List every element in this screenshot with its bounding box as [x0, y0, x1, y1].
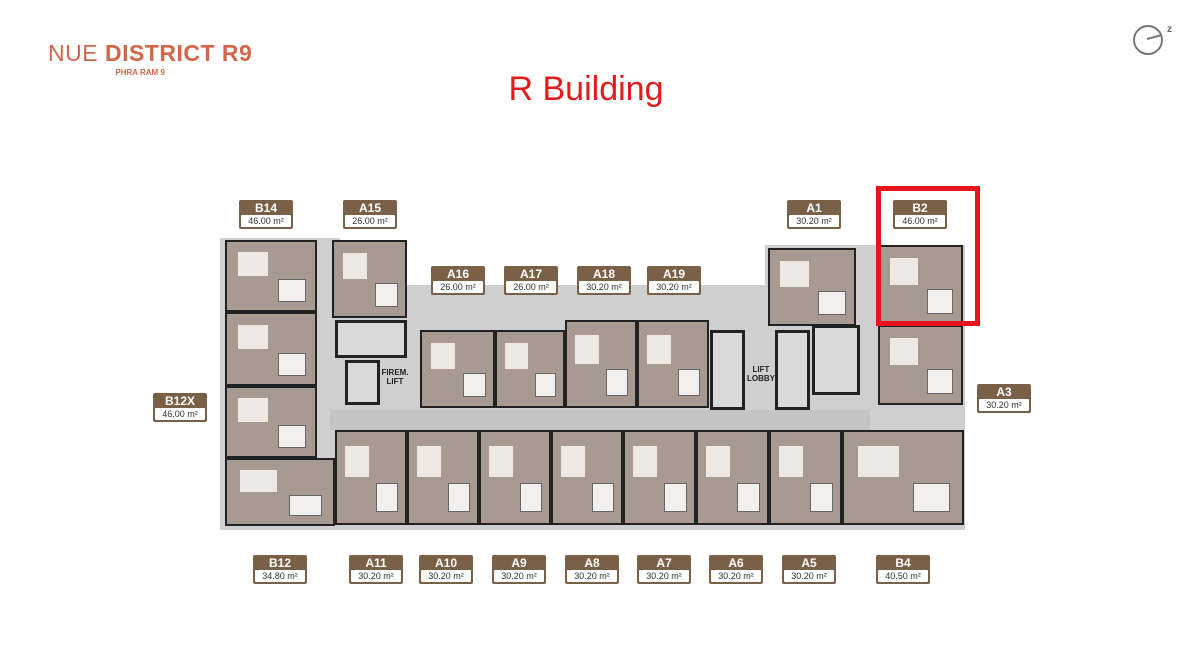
unit-area: 46.00 m² — [155, 408, 205, 420]
unit-a19[interactable] — [637, 320, 709, 408]
unit-a10[interactable] — [407, 430, 479, 525]
main-corridor — [330, 410, 870, 430]
brand-name-light: NUE — [48, 40, 99, 66]
unit-b12x[interactable] — [225, 386, 317, 458]
unit-code: A8 — [584, 556, 600, 570]
unit-area: 40.50 m² — [878, 570, 928, 582]
north-arrow-icon — [1133, 25, 1163, 55]
brand-logo: NUE DISTRICT R9 PHRA RAM 9 — [48, 40, 252, 77]
unit-a7[interactable] — [623, 430, 696, 525]
unit-area: 30.20 m² — [784, 570, 834, 582]
unit-code: A18 — [592, 267, 615, 281]
unit-area: 30.20 m² — [639, 570, 689, 582]
unit-code: A19 — [662, 267, 685, 281]
unit-area: 30.20 m² — [711, 570, 761, 582]
unit-code: B4 — [895, 556, 911, 570]
unit-b14[interactable] — [225, 240, 317, 312]
unit-a5[interactable] — [769, 430, 842, 525]
unit-code: A11 — [365, 556, 387, 570]
unit-area: 46.00 m² — [895, 215, 945, 227]
unit-code: B2 — [912, 201, 928, 215]
unit-code: A9 — [511, 556, 527, 570]
unit-a15[interactable] — [332, 240, 407, 318]
lift-core — [710, 330, 745, 410]
page-title: R Building — [508, 70, 664, 108]
unit-code: A1 — [806, 201, 822, 215]
unit-area: 30.20 m² — [567, 570, 617, 582]
unit-a11[interactable] — [335, 430, 407, 525]
unit-code: A17 — [519, 267, 542, 281]
unit-a8[interactable] — [551, 430, 623, 525]
unit-area: 46.00 m² — [241, 215, 291, 227]
unit-a1[interactable] — [768, 248, 856, 326]
unit-b4[interactable] — [842, 430, 964, 525]
unit-a16[interactable] — [420, 330, 495, 408]
unit-code: A10 — [434, 556, 457, 570]
unit-a18[interactable] — [565, 320, 637, 408]
unit-area: 26.00 m² — [506, 281, 556, 293]
unit-code: A5 — [801, 556, 817, 570]
unit-code: A7 — [656, 556, 672, 570]
unit-code: B12X — [164, 394, 196, 408]
stair-core-2 — [812, 325, 860, 395]
highlight-box-b2 — [876, 186, 980, 326]
unit-code: A6 — [728, 556, 744, 570]
stair-core — [335, 320, 407, 358]
unit-a9[interactable] — [479, 430, 551, 525]
north-label: z — [1167, 24, 1172, 35]
unit-a17[interactable] — [495, 330, 565, 408]
unit-left-2[interactable] — [225, 312, 317, 386]
unit-area: 26.00 m² — [345, 215, 395, 227]
unit-area: 30.20 m² — [494, 570, 544, 582]
unit-area: 30.20 m² — [421, 570, 471, 582]
unit-area: 26.00 m² — [433, 281, 483, 293]
unit-code: A16 — [446, 267, 469, 281]
fireman-lift-label: FIREM. LIFT — [381, 368, 409, 386]
unit-area: 30.20 m² — [979, 399, 1029, 411]
unit-code: B12 — [268, 556, 291, 570]
unit-area: 30.20 m² — [351, 570, 401, 582]
unit-a6[interactable] — [696, 430, 769, 525]
unit-code: A15 — [358, 201, 381, 215]
fireman-lift — [345, 360, 380, 405]
unit-code: B14 — [254, 201, 277, 215]
brand-subtitle: PHRA RAM 9 — [115, 68, 165, 77]
unit-area: 30.20 m² — [789, 215, 839, 227]
unit-area: 34.80 m² — [255, 570, 305, 582]
lift-lobby-label: LIFT LOBBY — [747, 365, 775, 383]
unit-area: 30.20 m² — [649, 281, 699, 293]
unit-b12[interactable] — [225, 458, 335, 526]
unit-code: A3 — [996, 385, 1012, 399]
unit-area: 30.20 m² — [579, 281, 629, 293]
unit-a3[interactable] — [878, 325, 963, 405]
brand-name-bold: DISTRICT R9 — [104, 40, 253, 66]
lift-core-2 — [775, 330, 810, 410]
